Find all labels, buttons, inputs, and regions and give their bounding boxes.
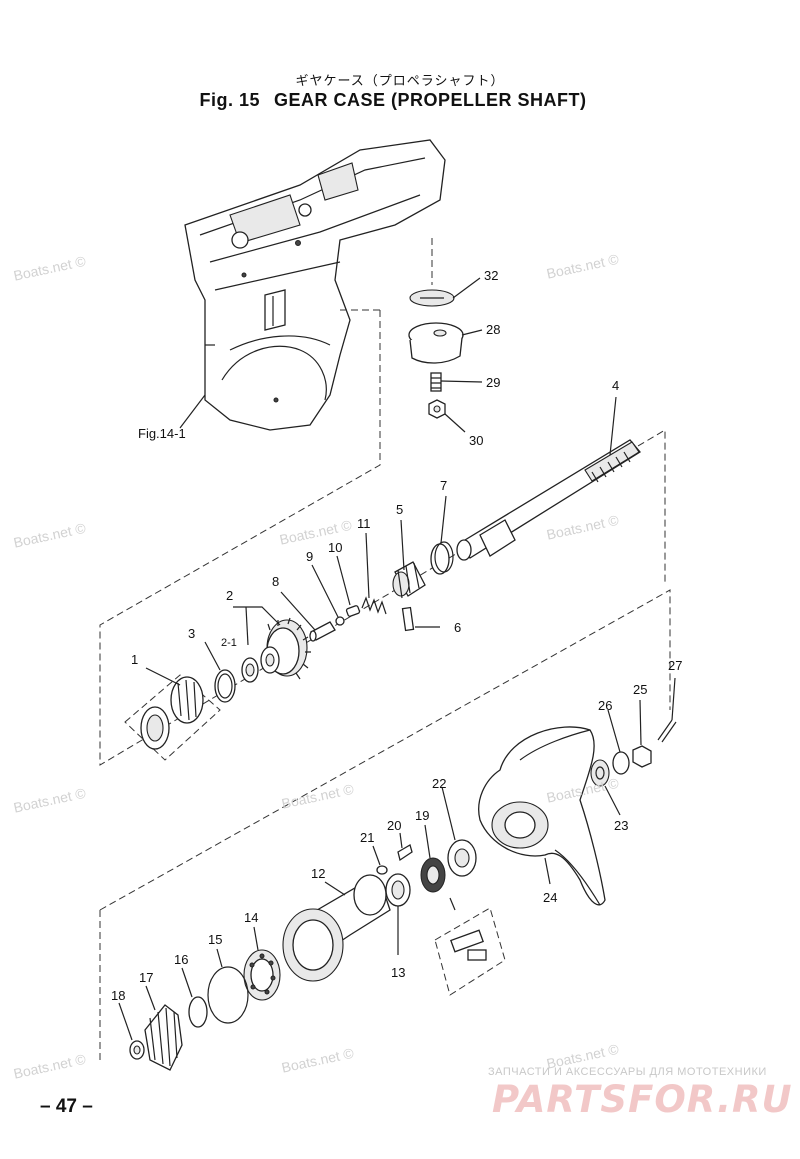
part-14-ball-bearing — [243, 949, 281, 1001]
part-7-ring — [430, 541, 454, 575]
part-1-box — [124, 674, 221, 761]
callout-8: 8 — [272, 574, 280, 589]
part-1-bearing — [140, 676, 204, 750]
part-5-clutch — [392, 561, 426, 599]
callout-26: 26 — [598, 698, 613, 713]
callout-28: 28 — [486, 322, 501, 337]
callout-32: 32 — [484, 268, 499, 283]
tool-arrow — [449, 897, 456, 911]
callout-20: 20 — [387, 818, 402, 833]
part-6-pin — [401, 606, 415, 632]
part-16-shim — [188, 996, 208, 1028]
callout-29: 29 — [486, 375, 501, 390]
part-30-nut — [428, 399, 446, 419]
assembly-boundary-1 — [99, 310, 666, 766]
gear-case-housing — [184, 139, 446, 431]
callout-30: 30 — [469, 433, 484, 448]
removal-tool — [450, 929, 487, 961]
part-23-spacer — [590, 759, 610, 787]
brand-tagline: ЗАПЧАСТИ И АКСЕССУАРЫ ДЛЯ МОТОТЕХНИКИ — [488, 1066, 767, 1078]
callout-12: 12 — [311, 866, 326, 881]
part-28-cover — [408, 322, 464, 364]
part-29-screw — [430, 372, 442, 392]
part-11-spring — [361, 596, 387, 615]
callout-2: 2 — [226, 588, 234, 603]
part-4-propeller-shaft — [456, 439, 641, 561]
part-21-washer — [376, 865, 388, 875]
leader-lines — [118, 277, 676, 1041]
part-32-plate — [409, 289, 455, 307]
callout-25: 25 — [633, 682, 648, 697]
leader-fig14 — [179, 394, 206, 429]
callout-22: 22 — [432, 776, 447, 791]
part-27-cotter-pin — [657, 719, 677, 743]
part-20-bolt — [397, 844, 413, 862]
part-24-propeller — [478, 726, 606, 906]
callout-10: 10 — [328, 540, 343, 555]
callout-5: 5 — [396, 502, 404, 517]
figure-number: Fig. 15 — [199, 90, 260, 110]
callout-9: 9 — [306, 549, 314, 564]
callout-13: 13 — [391, 965, 406, 980]
callout-21: 21 — [360, 830, 375, 845]
callout-17: 17 — [139, 970, 154, 985]
callout-3: 3 — [188, 626, 196, 641]
page-number: – 47 – — [40, 1096, 93, 1117]
part-26-washer — [612, 751, 630, 775]
part-15-o-ring — [207, 966, 249, 1024]
callout-14: 14 — [244, 910, 259, 925]
callout-23: 23 — [614, 818, 629, 833]
callout-24: 24 — [543, 890, 558, 905]
callout-4: 4 — [612, 378, 620, 393]
callout-11: 11 — [357, 516, 371, 531]
assembly-boundary-2 — [99, 589, 671, 911]
callout-7: 7 — [440, 478, 448, 493]
tool-box — [434, 907, 506, 996]
title-japanese: ギヤケース（プロペラシャフト） — [295, 74, 505, 89]
callout-27: 27 — [668, 658, 683, 673]
figure-title: Fig. 15 GEAR CASE (PROPELLER SHAFT) — [0, 90, 800, 111]
figure-caption: GEAR CASE (PROPELLER SHAFT) — [274, 90, 587, 110]
figure-reference: Fig.14-1 — [138, 426, 186, 441]
part-2-1-bushing — [241, 657, 259, 683]
part-10-slider — [345, 605, 361, 617]
callout-1: 1 — [131, 652, 139, 667]
part-8-plunger-end — [309, 630, 317, 642]
callout-6: 6 — [454, 620, 462, 635]
brand-logo: PARTSFOR.RU — [492, 1078, 793, 1121]
callout-15: 15 — [208, 932, 223, 947]
part-2-gear — [260, 617, 311, 680]
callout-16: 16 — [174, 952, 189, 967]
callout-18: 18 — [111, 988, 126, 1003]
callout-2-1: 2-1 — [221, 637, 237, 649]
part-12-bearing-housing — [282, 874, 391, 982]
callout-19: 19 — [415, 808, 430, 823]
part-25-nut — [632, 745, 652, 768]
part-9-ball — [335, 616, 345, 626]
part-17-reverse-gear — [144, 1004, 183, 1071]
